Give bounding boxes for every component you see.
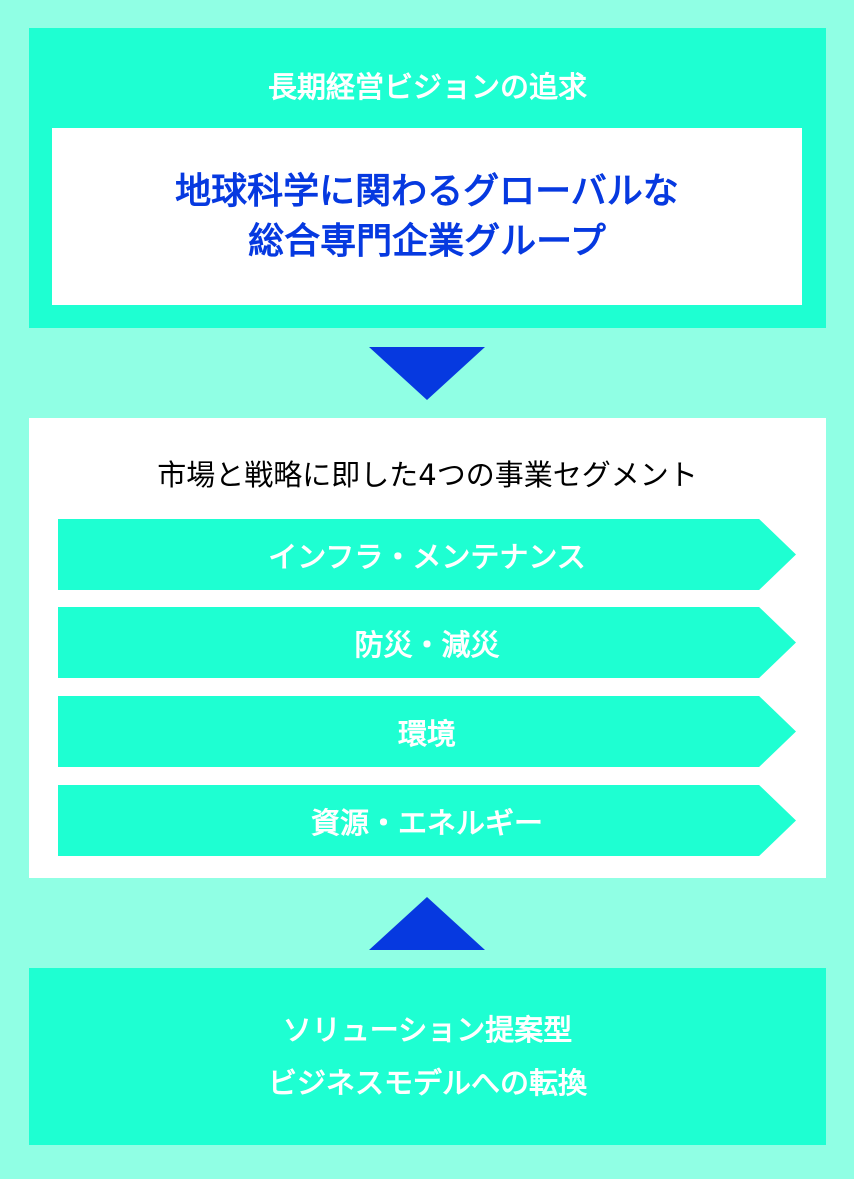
vision-line-1: 地球科学に関わるグローバルな [175, 170, 679, 212]
business-model-box: ソリューション提案型 ビジネスモデルへの転換 [29, 968, 826, 1145]
segment-resources-energy: 資源・エネルギー [58, 785, 796, 856]
vision-box: 長期経営ビジョンの追求 地球科学に関わるグローバルな 総合専門企業グループ [29, 28, 826, 328]
down-arrow-icon [369, 347, 485, 400]
segment-disaster-prevention: 防災・減災 [58, 607, 796, 678]
segment-infrastructure: インフラ・メンテナンス [58, 519, 796, 590]
segments-title: 市場と戦略に即した4つの事業セグメント [157, 458, 698, 492]
up-arrow-icon [369, 897, 485, 950]
model-line-1: ソリューション提案型 [282, 1012, 573, 1047]
vision-title: 長期経営ビジョンの追求 [267, 70, 587, 104]
segments-box: 市場と戦略に即した4つの事業セグメント インフラ・メンテナンス 防災・減災 環境… [29, 418, 826, 878]
model-line-2: ビジネスモデルへの転換 [267, 1065, 587, 1100]
segment-environment: 環境 [58, 696, 796, 767]
vision-statement: 地球科学に関わるグローバルな 総合専門企業グループ [52, 128, 802, 305]
vision-line-2: 総合専門企業グループ [248, 220, 606, 262]
